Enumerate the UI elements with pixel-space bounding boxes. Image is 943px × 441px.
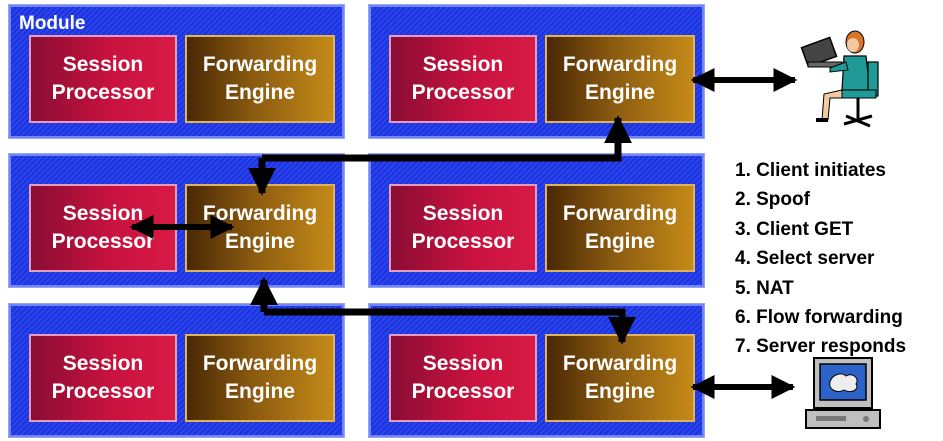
session-processor-label-line1: Session: [62, 202, 144, 225]
forwarding-engine: Forwarding Engine: [185, 334, 335, 422]
session-processor-label-line1: Session: [422, 202, 504, 225]
step-list: 1. Client initiates 2. Spoof 3. Client G…: [735, 156, 906, 362]
step-item: 2. Spoof: [735, 189, 810, 211]
forwarding-engine-label-line2: Engine: [224, 230, 295, 253]
client-user-icon: [800, 30, 879, 128]
step-item: 4. Select server: [735, 248, 875, 270]
session-processor: Session Processor: [389, 334, 537, 422]
module-6: Session Processor Forwarding Engine: [368, 303, 705, 438]
forwarding-engine: Forwarding Engine: [185, 35, 335, 123]
session-processor-label-line1: Session: [422, 352, 504, 375]
forwarding-engine-label-line2: Engine: [224, 380, 295, 403]
forwarding-engine: Forwarding Engine: [545, 35, 695, 123]
module-1: Module Session Processor Forwarding Engi…: [8, 4, 345, 139]
forwarding-engine-label-line1: Forwarding: [562, 53, 678, 76]
forwarding-engine-label-line1: Forwarding: [202, 53, 318, 76]
session-processor-label-line2: Processor: [411, 380, 515, 403]
forwarding-engine-label-line1: Forwarding: [562, 352, 678, 375]
forwarding-engine-label-line2: Engine: [224, 81, 295, 104]
server-computer-icon: [805, 357, 881, 429]
module-label: Module: [19, 13, 86, 34]
session-processor-label-line1: Session: [62, 53, 144, 76]
module-3: Session Processor Forwarding Engine: [8, 153, 345, 288]
session-processor-label-line2: Processor: [51, 230, 155, 253]
session-processor-label-line2: Processor: [411, 230, 515, 253]
forwarding-engine-label-line2: Engine: [584, 380, 655, 403]
upper-flow-arrow: [262, 115, 632, 162]
module-5: Session Processor Forwarding Engine: [8, 303, 345, 438]
step-item: 7. Server responds: [735, 336, 907, 358]
forwarding-engine-label-line1: Forwarding: [202, 352, 318, 375]
session-processor: Session Processor: [29, 35, 177, 123]
session-processor-label-line2: Processor: [51, 81, 155, 104]
module-2: Session Processor Forwarding Engine: [368, 4, 705, 139]
session-processor-label-line1: Session: [62, 352, 144, 375]
forwarding-engine-label-line2: Engine: [584, 230, 655, 253]
step-item: 5. NAT: [735, 277, 794, 299]
module-4: Session Processor Forwarding Engine: [368, 153, 705, 288]
session-processor: Session Processor: [29, 334, 177, 422]
session-processor: Session Processor: [389, 35, 537, 123]
session-processor: Session Processor: [389, 184, 537, 272]
lower-flow-arrow: [264, 308, 636, 345]
session-processor-label-line2: Processor: [411, 81, 515, 104]
forwarding-engine-label-line2: Engine: [584, 81, 655, 104]
session-processor-label-line1: Session: [422, 53, 504, 76]
forwarding-engine: Forwarding Engine: [545, 334, 695, 422]
step-item: 1. Client initiates: [735, 160, 886, 181]
step-item: 6. Flow forwarding: [735, 307, 903, 329]
forwarding-engine: Forwarding Engine: [545, 184, 695, 272]
session-processor-label-line2: Processor: [51, 380, 155, 403]
forwarding-engine-label-line1: Forwarding: [562, 202, 678, 225]
step-item: 3. Client GET: [735, 218, 854, 240]
